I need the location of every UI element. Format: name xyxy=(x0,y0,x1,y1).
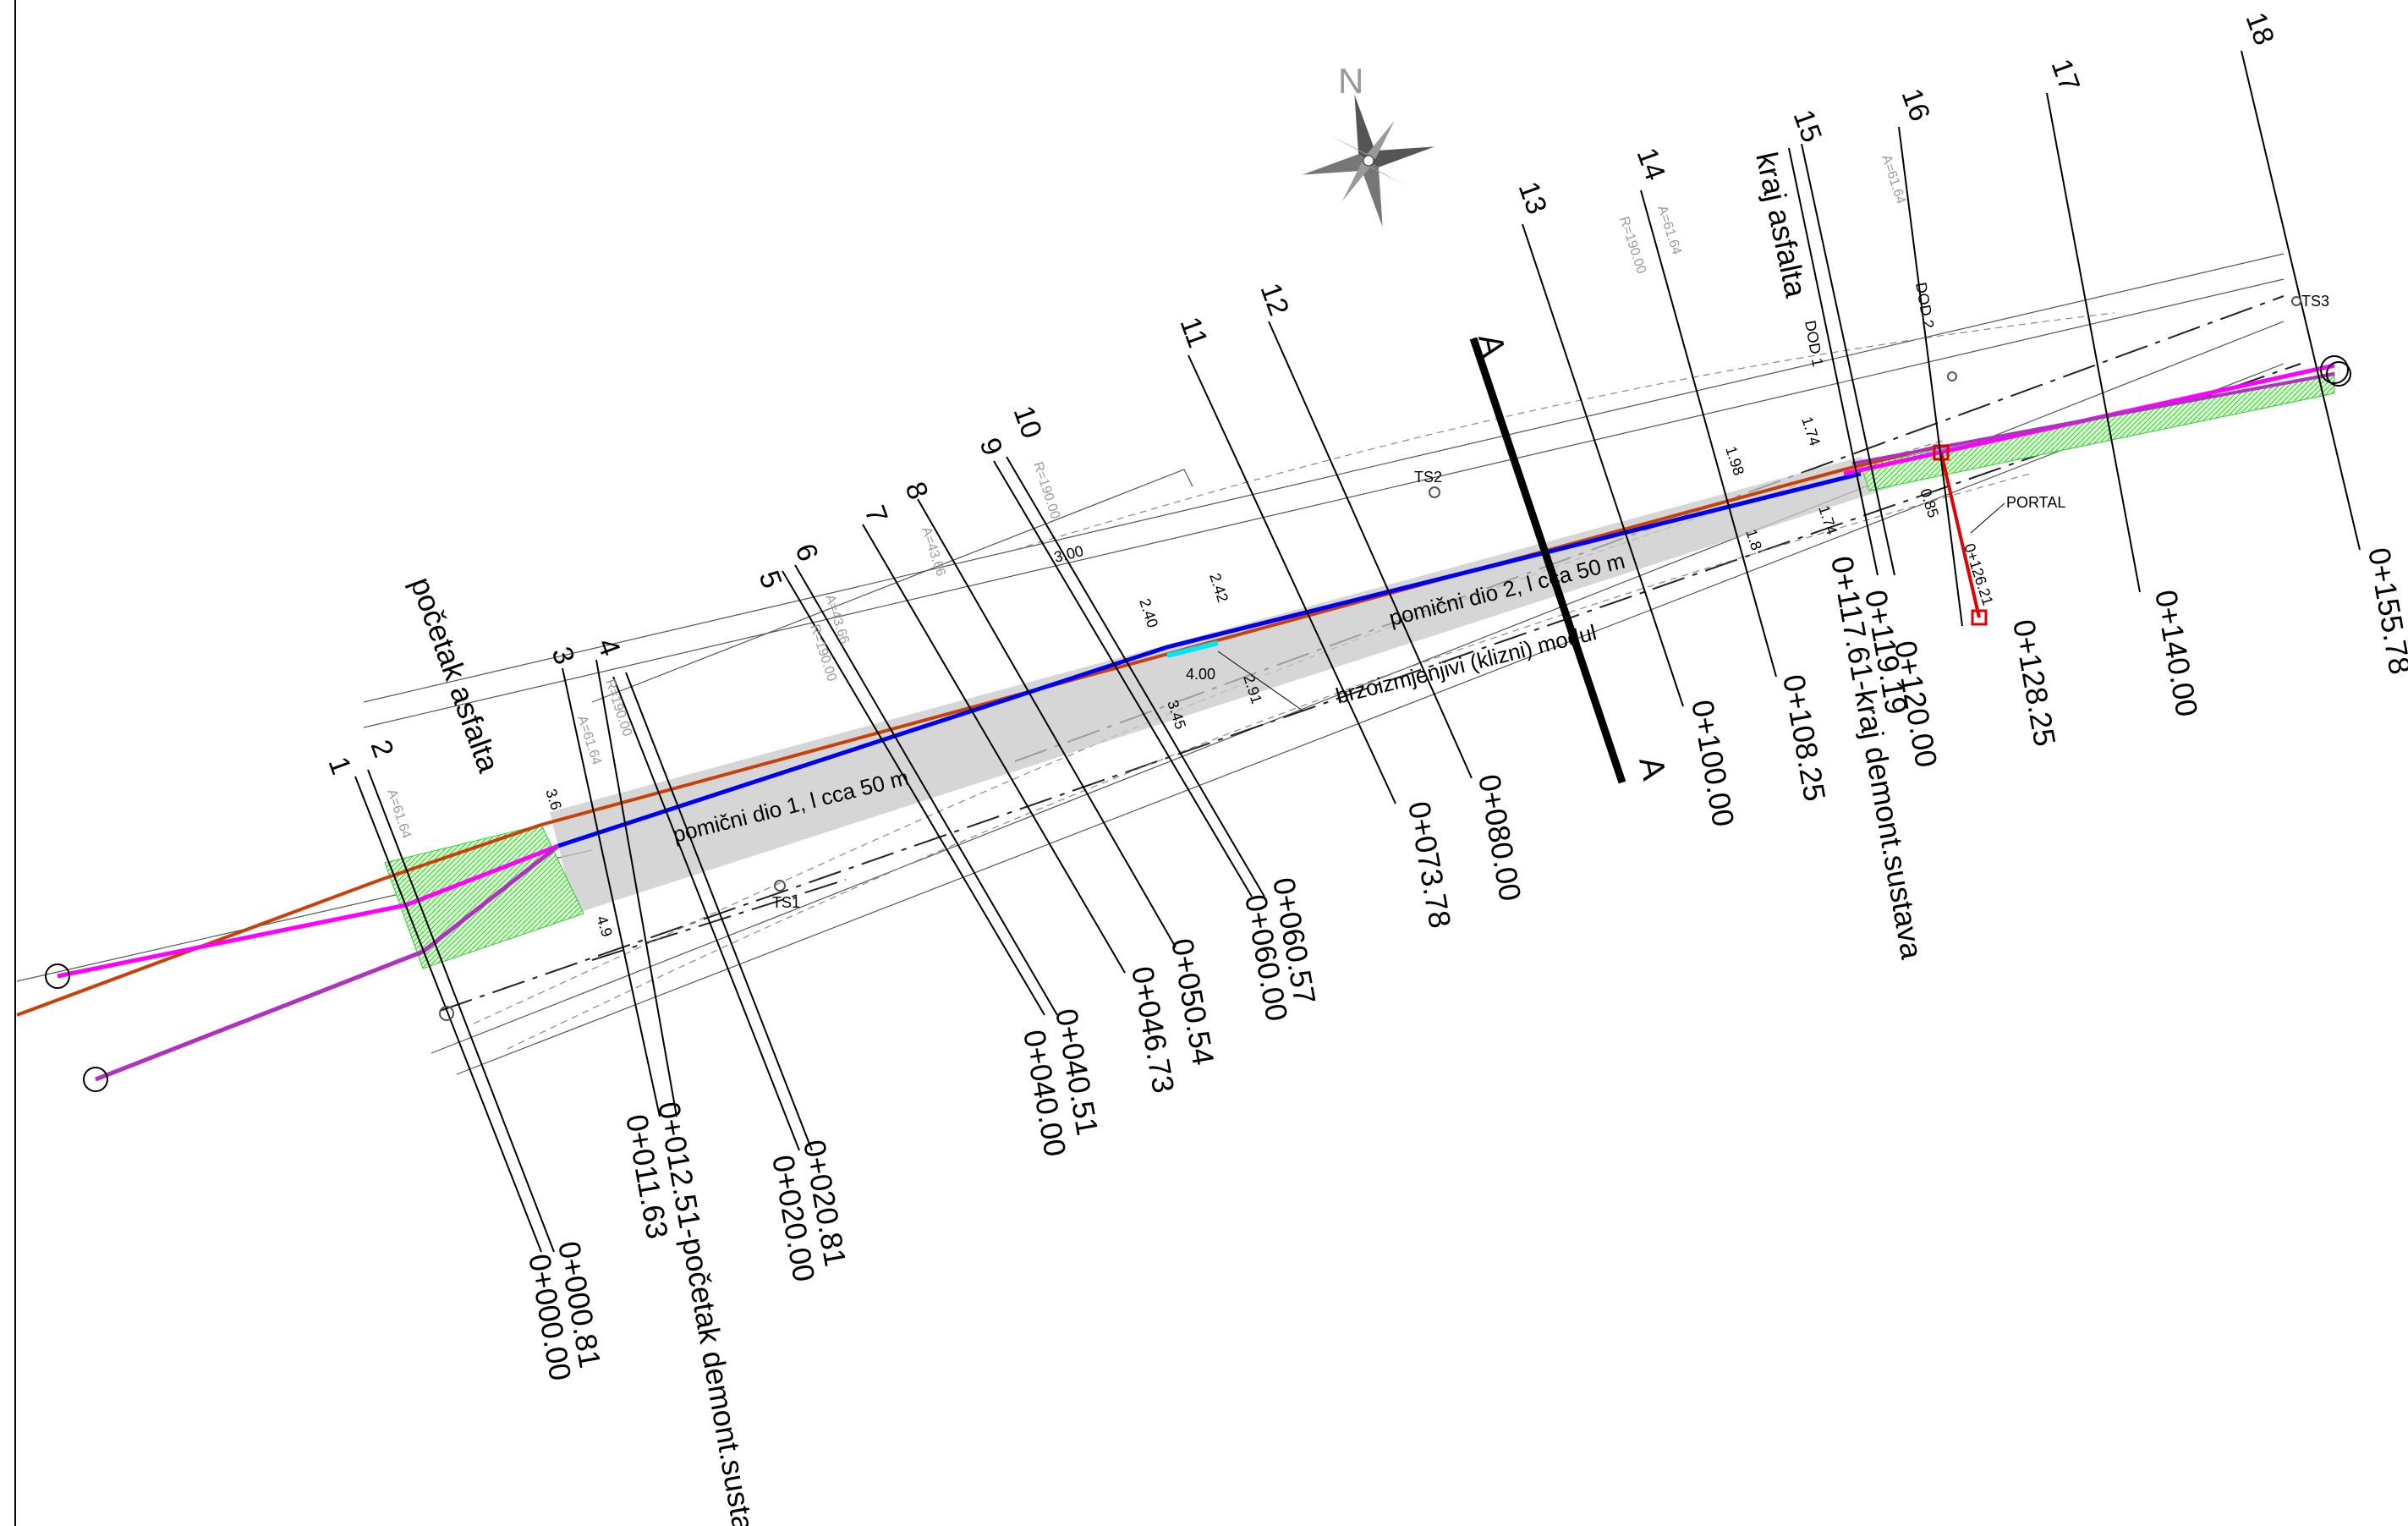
section-number-8: 8 xyxy=(898,478,934,504)
section-number-6: 6 xyxy=(788,540,824,566)
dim-label: 3.00 xyxy=(1052,542,1085,566)
north-arrow xyxy=(1302,94,1435,228)
survey-points xyxy=(439,296,2301,1021)
dim-label: 0+126.21 xyxy=(1961,541,1996,607)
section-cut-line xyxy=(1469,337,1626,784)
curve-param: A=43.66 xyxy=(919,525,948,578)
point-label-ts2: TS2 xyxy=(1414,469,1442,486)
section-number-1: 1 xyxy=(321,753,357,779)
section-number-16: 16 xyxy=(1895,85,1936,126)
section-number-17: 17 xyxy=(2044,55,2086,96)
station-0-012-51: 0+012.51-početak demont.sustava xyxy=(651,1099,767,1526)
dim-label: 4.00 xyxy=(1186,666,1215,683)
dim-label: 1.74 xyxy=(1798,414,1824,448)
station-0-128-25: 0+128.25 xyxy=(2006,617,2063,749)
label-start-asphalt: početak asfalta xyxy=(403,573,507,777)
station-0-100-00: 0+100.00 xyxy=(1685,697,1742,829)
station-labels: 0+000.00 0+000.81 0+011.63 0+012.51-poče… xyxy=(522,545,2408,1526)
curve-parameters: A=61.64 R=190.00 A=61.64 A=43.66 R=190.0… xyxy=(384,153,1908,840)
section-number-12: 12 xyxy=(1253,279,1295,321)
label-portal: PORTAL xyxy=(2006,494,2065,511)
dim-label: 4.9 xyxy=(593,914,616,939)
road-axis-line xyxy=(557,471,1862,848)
section-number-5: 5 xyxy=(752,567,787,593)
section-number-14: 14 xyxy=(1630,144,1671,185)
section-number-13: 13 xyxy=(1511,178,1553,219)
dim-label: 2.42 xyxy=(1206,571,1231,605)
connector-endpoints xyxy=(45,355,2351,1092)
north-label: N xyxy=(1338,61,1363,101)
curve-param: R=190.00 xyxy=(1030,460,1062,521)
section-number-18: 18 xyxy=(2239,8,2280,50)
section-number-7: 7 xyxy=(858,502,893,528)
point-label-ts3: TS3 xyxy=(2301,293,2329,310)
curve-param: A=61.64 xyxy=(1654,204,1684,256)
dim-label: 1.98 xyxy=(1722,444,1747,478)
station-0-155-78: 0+155.78 xyxy=(2361,545,2408,677)
section-number-11: 11 xyxy=(1173,313,1214,352)
cross-section-lines xyxy=(354,50,2361,1253)
dim-label: 3.6 xyxy=(542,787,565,812)
survey-point-labels: TS1 TS2 TS3 xyxy=(772,293,2329,911)
curve-param: R=190.00 xyxy=(602,678,634,738)
cut-label-bottom: A xyxy=(1632,754,1673,784)
dim-label: 0.85 xyxy=(1917,486,1942,520)
station-0-080-00: 0+080.00 xyxy=(1472,771,1528,903)
curve-param: A=61.64 xyxy=(384,788,414,840)
cut-label-top: A xyxy=(1471,331,1512,361)
station-0-140-00: 0+140.00 xyxy=(2148,587,2205,719)
dod-label-1: DOD 1 xyxy=(1802,319,1826,368)
section-number-2: 2 xyxy=(364,736,399,762)
quick-change-module-mark xyxy=(1166,640,1219,658)
section-number-3: 3 xyxy=(545,643,580,669)
portal-marker xyxy=(1933,444,2005,626)
station-0-108-25: 0+108.25 xyxy=(1776,672,1833,804)
dod-label-2: DOD 2 xyxy=(1912,281,1937,330)
station-0-073-78: 0+073.78 xyxy=(1401,799,1458,930)
dim-label: 1.8 xyxy=(1742,527,1765,552)
pavement-band xyxy=(550,457,1895,914)
point-label-ts1: TS1 xyxy=(772,894,800,911)
section-number-9: 9 xyxy=(973,434,1008,460)
section-number-10: 10 xyxy=(1007,402,1048,443)
dim-label: 2.40 xyxy=(1136,596,1161,630)
module-leader-line xyxy=(1217,650,1303,711)
section-number-15: 15 xyxy=(1786,106,1828,147)
section-number-4: 4 xyxy=(590,634,626,661)
curve-param: R=190.00 xyxy=(1616,215,1648,276)
road-edge-line xyxy=(16,445,1938,1017)
